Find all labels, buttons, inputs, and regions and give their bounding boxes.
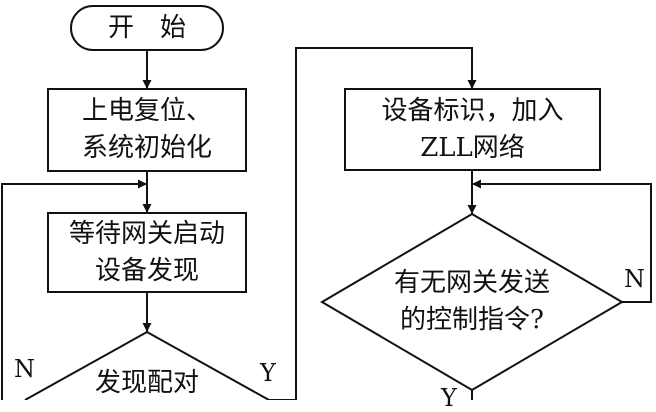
device-join-text: 设备标识，加入 ZLL网络 bbox=[381, 95, 564, 163]
bottom-yes-label: Y bbox=[441, 384, 457, 412]
command-check-text: 有无网关发送 的控制指令? bbox=[393, 268, 550, 335]
flowchart-graphics bbox=[1, 5, 652, 400]
loop-no-back-to-command bbox=[472, 179, 652, 303]
flowchart-canvas: 开 始 上电复位、 系统初始化 等待网关启动 设备发现 发现配对 设备标识，加入… bbox=[1, 5, 652, 411]
power-on-reset-text: 上电复位、 系统初始化 bbox=[81, 96, 212, 163]
left-no-label: N bbox=[14, 355, 35, 383]
arrow-yes-to-join bbox=[269, 47, 477, 400]
wait-gateway-text: 等待网关启动 设备发现 bbox=[68, 218, 225, 286]
start-label: 开 始 bbox=[107, 12, 186, 43]
loop-no-back-to-wait bbox=[1, 179, 147, 400]
pairing-check-text: 发现配对 bbox=[94, 367, 199, 398]
yes-label: Y bbox=[260, 359, 276, 387]
right-no-label: N bbox=[624, 265, 645, 293]
